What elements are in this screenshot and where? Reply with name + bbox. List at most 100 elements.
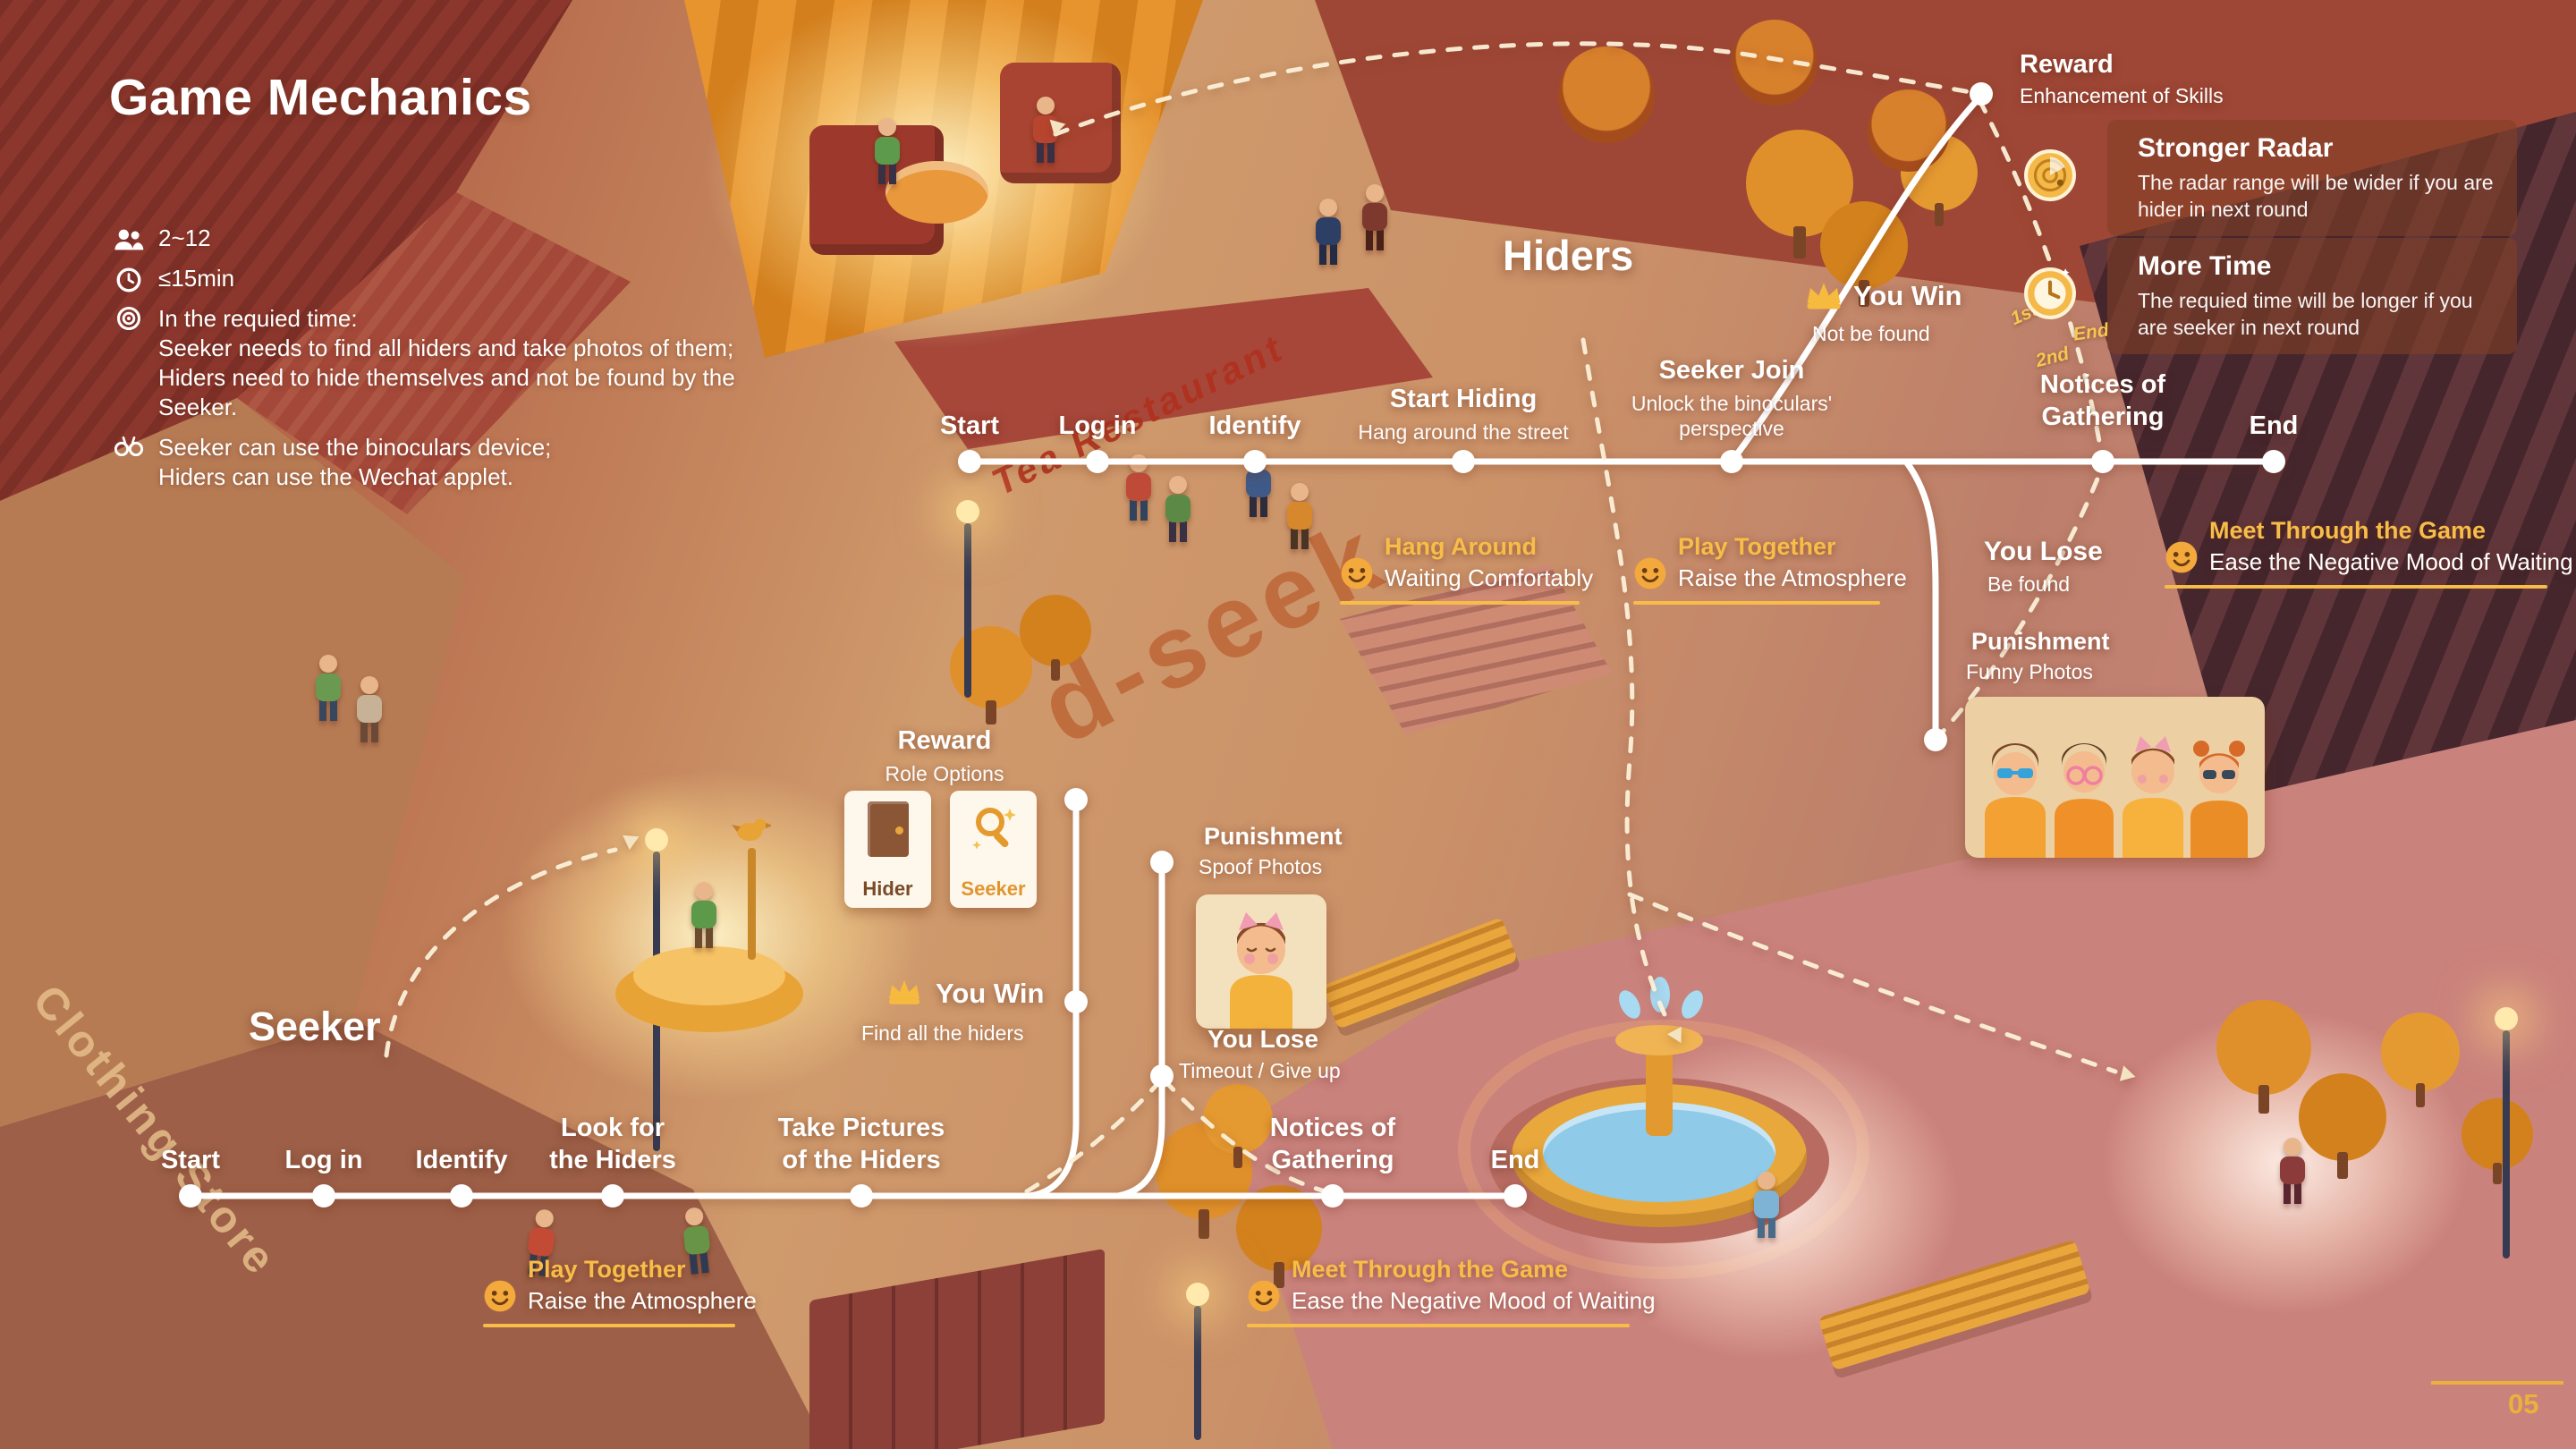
info-panel: 2~12 ≤15min In the requied time: Seeker …: [112, 224, 735, 503]
rule-intro: In the requied time:: [158, 305, 358, 332]
person-figure: [872, 118, 902, 184]
page-title: Game Mechanics: [109, 69, 532, 126]
annotation-play-together-seeker: Play Together Raise the Atmosphere: [483, 1256, 757, 1327]
hiders-step-notices: Notices of Gathering: [2039, 370, 2166, 431]
reward-card-stronger-radar: Stronger Radar The radar range will be w…: [2107, 120, 2517, 236]
binoculars-icon: [112, 435, 146, 456]
person-figure: [1751, 1172, 1782, 1238]
hiders-punishment-label: Punishment: [1971, 628, 2110, 655]
dashed-scene-arc-top: [1053, 41, 1978, 137]
seeker-step-end: End: [1490, 1146, 1540, 1174]
hiders-heading: Hiders: [1503, 232, 1634, 279]
annotation-play-together-hiders: Play Together Raise the Atmosphere: [1633, 533, 1907, 605]
rule-line: Seeker.: [158, 394, 238, 420]
reward-card-title: Stronger Radar: [2138, 133, 2334, 163]
seeker-win-branch: [1026, 796, 1080, 1199]
smiley-icon: [1633, 556, 1667, 590]
annotation-title: Hang Around: [1385, 533, 1537, 560]
umbrella: [1868, 89, 1950, 172]
funny-photos-card: [1965, 697, 2265, 858]
street-lamp: [2495, 1007, 2518, 1258]
seeker-punishment-sub: Spoof Photos: [1199, 855, 1323, 878]
clock-icon: [112, 267, 146, 292]
hiders-step-start-hiding: Start Hiding Hang around the street: [1358, 385, 1569, 444]
tree: [1236, 1185, 1322, 1289]
person-figure: [2277, 1138, 2308, 1204]
hiders-step-seeker-join: Seeker Join Unlock the binoculars' persp…: [1631, 356, 1833, 440]
players-icon: [112, 228, 146, 251]
dashed-arrowheads: [623, 119, 2136, 1081]
smiley-icon: [2165, 540, 2199, 574]
tools-line: Hiders can use the Wechat applet.: [158, 463, 513, 490]
person-figure: [1030, 97, 1061, 163]
hiders-reward-sub: Enhancement of Skills: [2020, 84, 2224, 107]
annotation-hang-around: Hang Around Waiting Comfortably: [1340, 533, 1593, 605]
dashed-seeker-crossover-2: [1162, 1078, 1328, 1194]
reward-card-more-time: More Time The requied time will be longe…: [2107, 238, 2517, 354]
page-number-rule: [2431, 1381, 2563, 1385]
dashed-punishment-to-notices: [1933, 470, 2103, 742]
street-lamp: [956, 500, 979, 698]
tree: [950, 626, 1032, 725]
hider-door-icon: [867, 801, 909, 857]
annotation-text: Ease the Negative Mood of Waiting: [1292, 1287, 1656, 1314]
role-card-seeker: Seeker: [950, 791, 1037, 908]
hiders-you-win: You Win: [1803, 279, 1962, 312]
role-card-label: Hider: [862, 877, 913, 900]
annotation-text: Ease the Negative Mood of Waiting: [2209, 548, 2573, 575]
seeker-step-start: Start: [160, 1146, 221, 1174]
seeker-step-login: Log in: [284, 1146, 363, 1174]
annotation-meet-hiders: Meet Through the Game Ease the Negative …: [2165, 517, 2573, 589]
seeker-you-lose: You Lose: [1208, 1025, 1318, 1053]
tools-line: Seeker can use the binoculars device;: [158, 434, 552, 461]
hiders-you-win-sub: Not be found: [1812, 322, 1930, 345]
smiley-icon: [1247, 1279, 1281, 1313]
annotation-underline: [2165, 585, 2547, 589]
radar-skill-icon: [2023, 148, 2077, 202]
umbrella: [1558, 47, 1655, 143]
dashed-scene-center: [1580, 337, 1672, 1027]
tree: [2299, 1073, 2386, 1179]
person-figure: [354, 676, 385, 742]
person-figure: [1243, 451, 1274, 517]
tree: [1020, 595, 1091, 681]
seeker-you-win: You Win: [886, 977, 1044, 1010]
seeker-you-lose-sub: Timeout / Give up: [1179, 1059, 1341, 1082]
person-figure: [1284, 483, 1315, 549]
seeker-reward-sub: Role Options: [885, 762, 1004, 785]
annotation-underline: [483, 1324, 735, 1327]
annotation-underline: [1247, 1324, 1630, 1327]
rule-line: Seeker needs to find all hiders and take…: [158, 335, 734, 361]
time-limit: ≤15min: [158, 265, 235, 292]
role-card-label: Seeker: [961, 877, 1026, 900]
annotation-meet-seeker: Meet Through the Game Ease the Negative …: [1247, 1256, 1656, 1327]
hiders-you-lose-sub: Be found: [1987, 572, 2071, 596]
spoof-photo-card: [1196, 894, 1326, 1029]
seeker-punishment-label: Punishment: [1204, 823, 1343, 850]
hiders-lose-branch: [1902, 458, 1939, 743]
annotation-underline: [1340, 601, 1580, 605]
person-figure: [1360, 184, 1390, 250]
annotation-title: Meet Through the Game: [2209, 517, 2487, 544]
hiders-step-identify: Identify: [1208, 411, 1301, 440]
person-figure: [1163, 476, 1193, 542]
more-time-skill-icon: [2023, 267, 2077, 320]
hiders-you-lose: You Lose: [1984, 537, 2103, 566]
seeker-lose-branch: [1114, 859, 1165, 1199]
annotation-text: Raise the Atmosphere: [1678, 564, 1907, 591]
magnifier-icon: [970, 801, 1018, 856]
reward-card-title: More Time: [2138, 251, 2272, 281]
target-icon: [112, 306, 146, 331]
hiders-step-login: Log in: [1058, 411, 1137, 440]
tree: [2381, 1013, 2460, 1107]
annotation-underline: [1633, 601, 1880, 605]
seeker-heading: Seeker: [249, 1004, 381, 1049]
reward-card-text: The radar range will be wider if you are…: [2138, 171, 2494, 221]
dashed-seeker-crossover-1: [1024, 1081, 1160, 1194]
seeker-step-identify: Identify: [415, 1146, 508, 1174]
page-number: 05: [2508, 1388, 2539, 1419]
bird-icon: [732, 818, 773, 841]
hiders-win-branch: [1728, 93, 1984, 465]
